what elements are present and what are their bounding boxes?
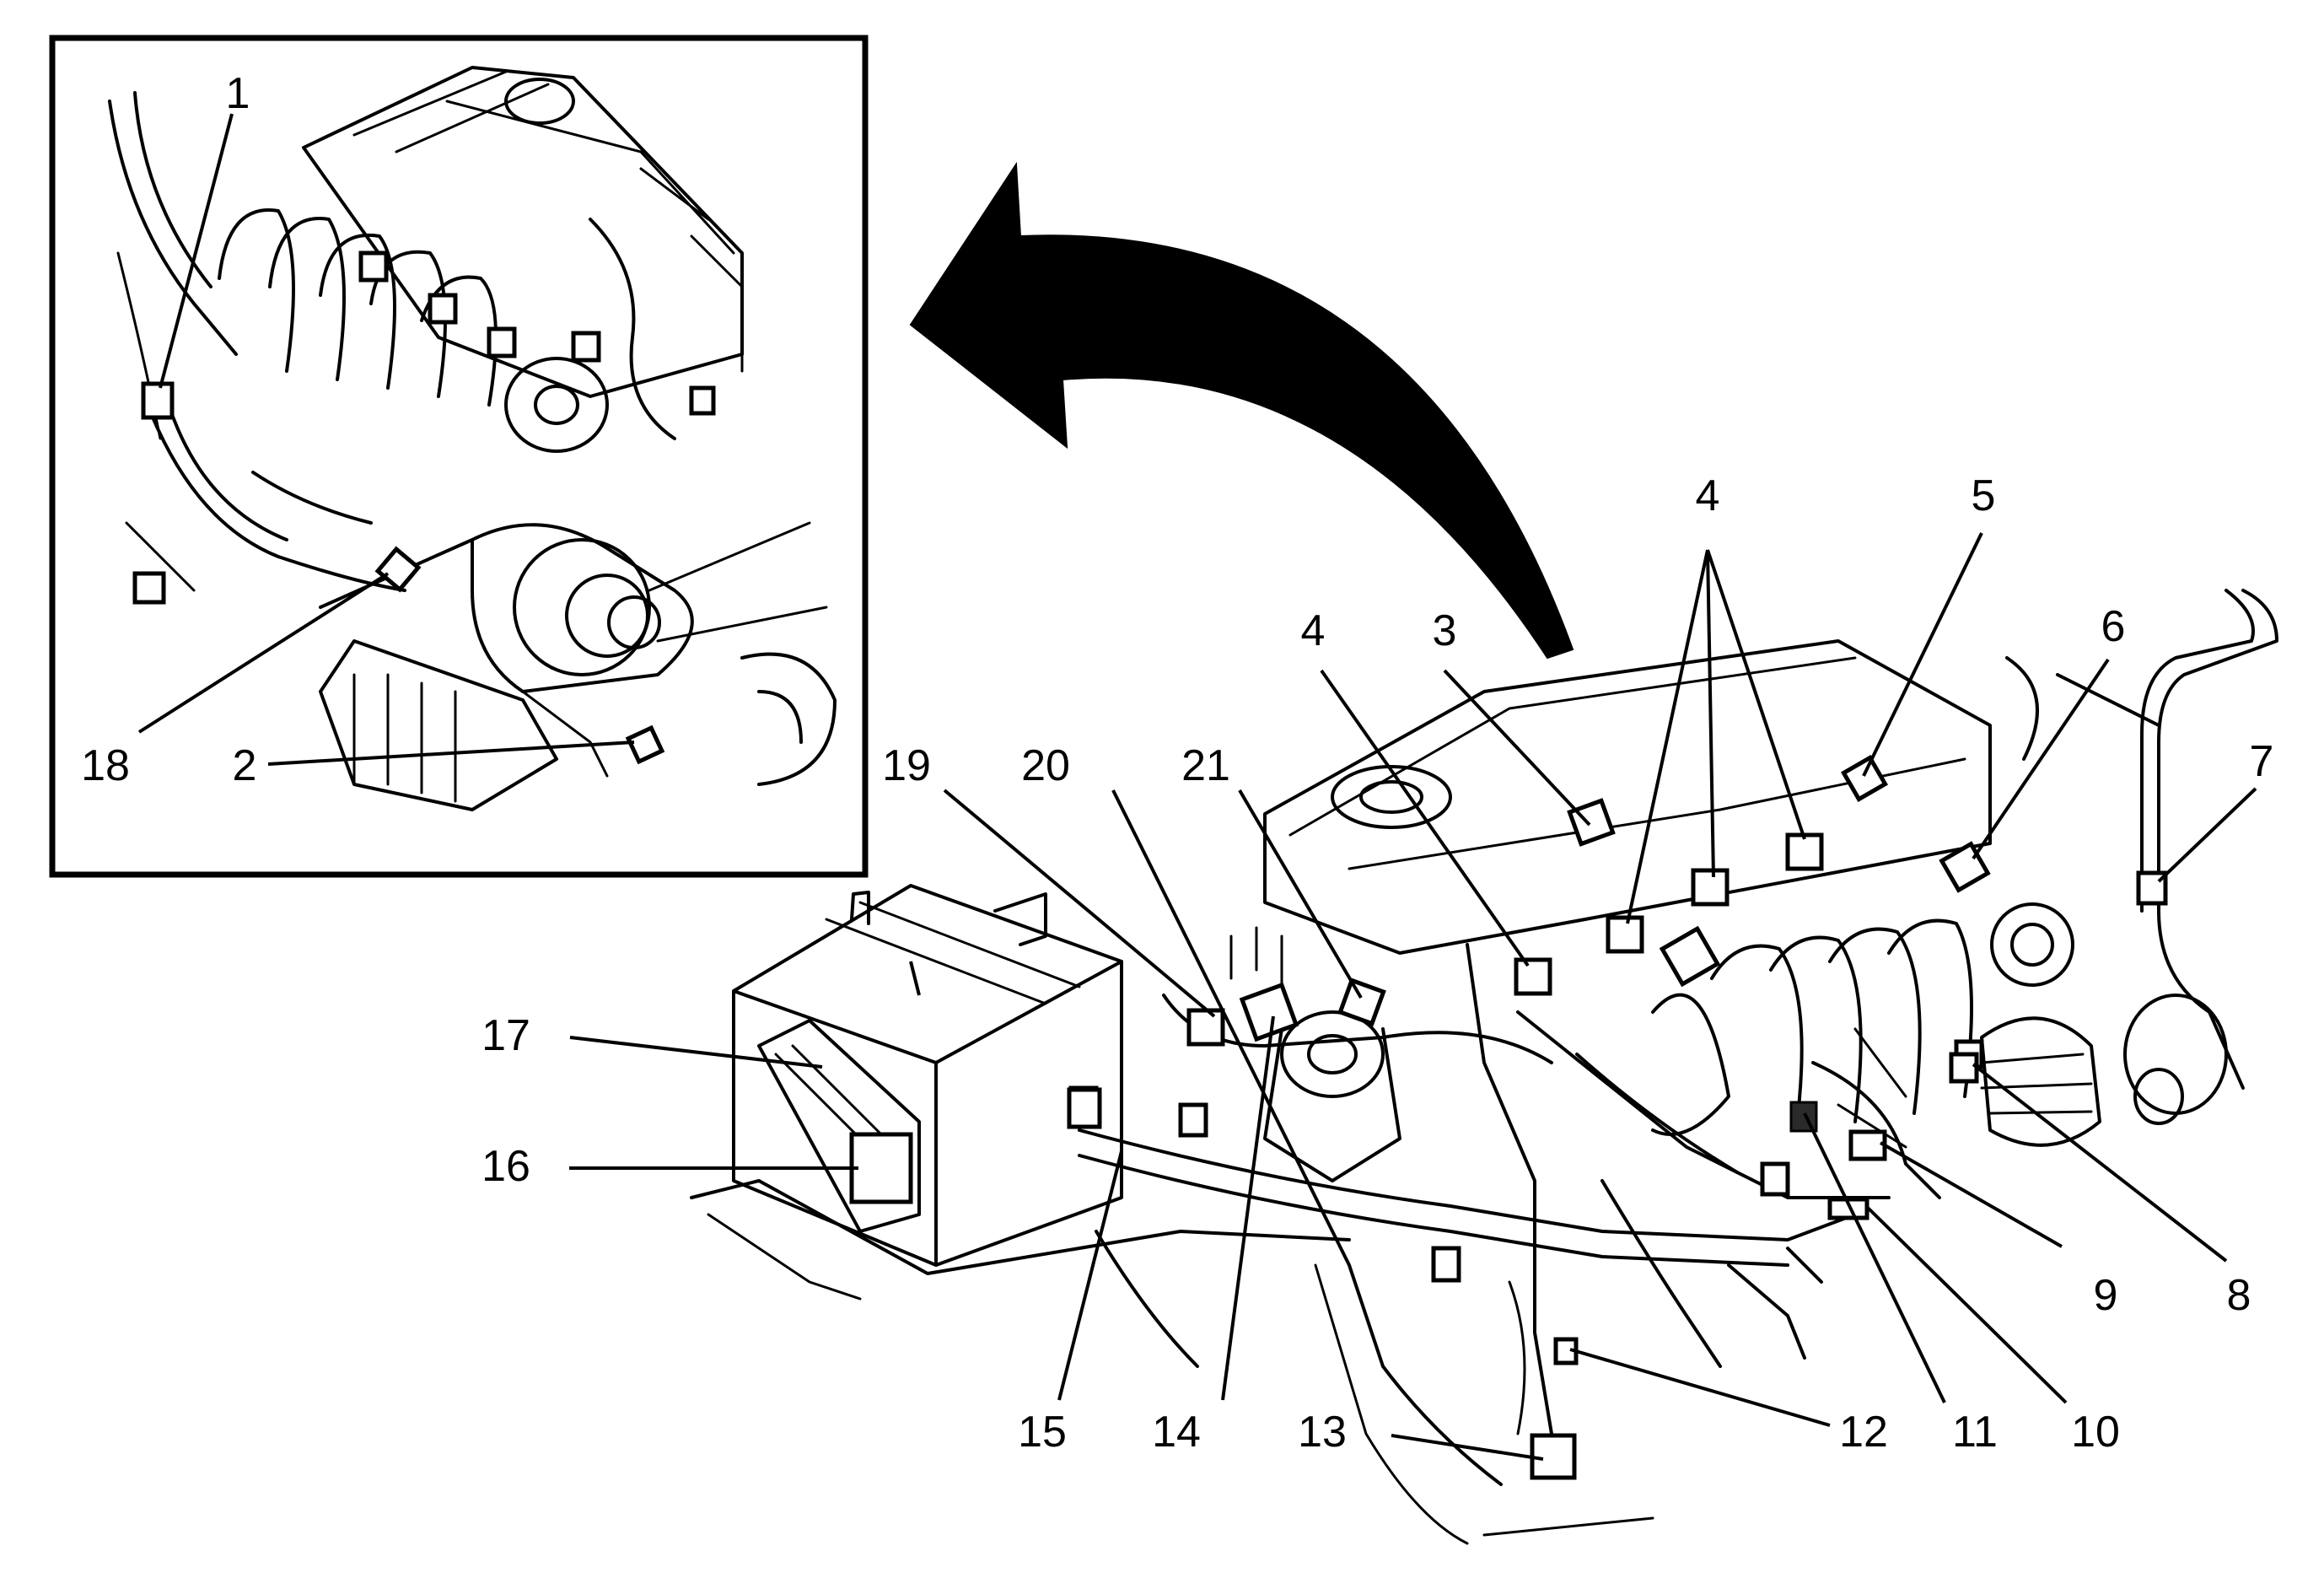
- callout-8: 8: [2227, 1271, 2251, 1320]
- connector-20: [1186, 1008, 1225, 1047]
- inset-engine-drawing: [108, 66, 837, 811]
- callout-17: 17: [481, 1011, 530, 1060]
- view-direction-arrow: [909, 161, 1574, 660]
- callout-13: 13: [1298, 1408, 1347, 1457]
- connector-13: [1530, 1433, 1577, 1480]
- callout-9: 9: [2094, 1271, 2118, 1320]
- inset-detail-view: [49, 35, 869, 878]
- leader-19-tail: [909, 961, 921, 996]
- leader-2: [267, 741, 635, 766]
- callout-15: 15: [1018, 1408, 1067, 1457]
- connector-4-b: [1606, 915, 1644, 954]
- connector-8: [1949, 1052, 1979, 1084]
- connector-4-a: [1514, 957, 1552, 996]
- inset-frame: [49, 35, 869, 878]
- connector-10: [1827, 1197, 1869, 1220]
- callout-20: 20: [1021, 741, 1070, 790]
- callout-2: 2: [233, 741, 257, 790]
- connector-4-d: [1785, 832, 1824, 871]
- callout-11: 11: [1952, 1408, 1998, 1457]
- connector-15: [1067, 1087, 1102, 1129]
- callout-10: 10: [2071, 1408, 2120, 1457]
- callout-21: 21: [1181, 741, 1230, 790]
- callout-3: 3: [1433, 606, 1457, 655]
- connector-11-upper: [1659, 925, 1721, 988]
- connector-1: [141, 381, 175, 420]
- connector-14: [1239, 982, 1299, 1042]
- callout-14: 14: [1152, 1408, 1201, 1457]
- callout-4-left: 4: [1301, 606, 1326, 655]
- connector-2: [625, 724, 665, 765]
- callout-1: 1: [226, 69, 250, 118]
- main-engine-drawing: [690, 589, 2278, 1545]
- connector-9: [1848, 1129, 1887, 1161]
- callout-16: 16: [481, 1142, 530, 1191]
- connector-18: [374, 546, 422, 593]
- connector-21: [1337, 977, 1386, 1026]
- connector-16: [849, 1132, 913, 1204]
- callout-7: 7: [2250, 737, 2274, 786]
- callout-labels: 1 2 3 4 4 5 6 7 8 9 10 11 12 13 14 15 16…: [81, 69, 2273, 1457]
- leader-18: [137, 572, 390, 734]
- callout-12: 12: [1839, 1408, 1888, 1457]
- callout-18: 18: [81, 741, 130, 790]
- callout-19: 19: [882, 741, 931, 790]
- callout-5: 5: [1972, 471, 1996, 520]
- connector-3: [1567, 798, 1616, 847]
- callout-4-group: 4: [1696, 471, 1720, 520]
- callout-6: 6: [2101, 602, 2126, 651]
- leader-1: [159, 113, 234, 389]
- leader-lines: [569, 532, 2257, 1461]
- connector-4-c: [1691, 868, 1730, 907]
- connector-5: [1840, 754, 1889, 803]
